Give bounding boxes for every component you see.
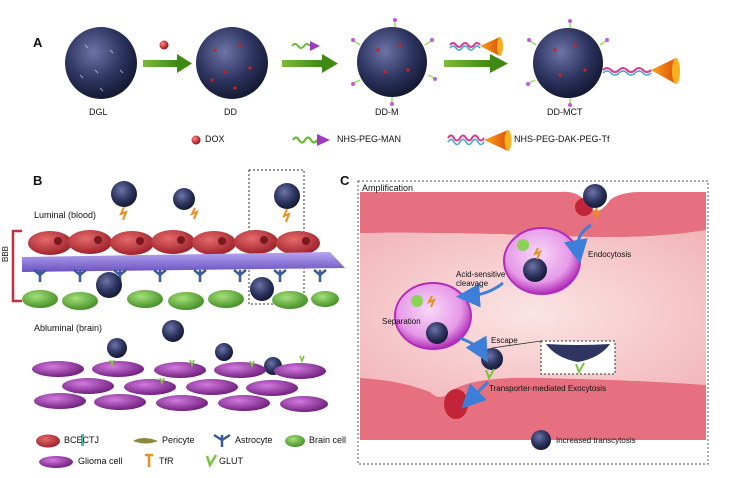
legend-label-bcec: BCEC <box>64 435 90 445</box>
peg-tf-icon <box>449 37 503 56</box>
endothelial-cell-bottom <box>444 389 468 419</box>
np-brain-2 <box>107 338 127 358</box>
label-escape: Escape <box>491 336 518 345</box>
legend-label-tj: TJ <box>89 435 99 445</box>
legend-tj-icon <box>81 434 84 446</box>
label-amplification: Amplification <box>362 183 414 193</box>
label-acid-2: cleavage <box>456 279 489 288</box>
bcec-layer <box>28 230 320 255</box>
label-acid-1: Acid-sensitive <box>456 270 506 279</box>
legend-label-peg-man: NHS-PEG-MAN <box>337 134 402 144</box>
arrow-a3 <box>444 54 508 73</box>
panel-label-a: A <box>33 35 43 50</box>
peg-man-icon <box>291 41 320 51</box>
np-blood-group <box>111 181 300 223</box>
arrow-acid-cleavage <box>456 281 504 308</box>
legend-label-glioma: Glioma cell <box>78 456 123 466</box>
brain-cell-layer <box>22 290 339 310</box>
legend-label-brain-cell: Brain cell <box>309 435 347 445</box>
label-separation: Separation <box>382 317 421 326</box>
glioma-layer <box>32 355 328 412</box>
label-bbb: BBB <box>1 245 10 262</box>
label-luminal: Luminal (blood) <box>34 210 97 220</box>
legend-label-astrocyte: Astrocyte <box>235 435 273 445</box>
np-endocytosis <box>583 184 607 208</box>
panel-c-frame <box>357 180 709 465</box>
arrow-escape <box>459 335 488 363</box>
legend-label-tfr: TfR <box>159 456 174 466</box>
panel-label-c: C <box>340 173 350 188</box>
vessel-lumen <box>360 230 706 397</box>
np-crossing-2 <box>250 277 274 301</box>
legend-pericyte-icon <box>133 438 158 444</box>
inset-np <box>546 344 610 362</box>
legend-man-icon <box>292 134 330 146</box>
label-abluminal: Abluminal (brain) <box>34 323 103 333</box>
stage-label-dd-m: DD-M <box>375 107 399 117</box>
np-dd-mct <box>526 19 680 107</box>
legend-astrocyte-icon <box>213 433 231 447</box>
legend-tfr-icon <box>145 453 153 467</box>
astrocyte-layer <box>33 269 327 282</box>
label-exocytosis: Transporter-mediated Exocytosis <box>489 384 607 393</box>
legend-label-peg-tf: NHS-PEG-DAK-PEG-Tf <box>514 134 610 144</box>
label-endocytosis: Endocytosis <box>588 250 632 259</box>
np-dgl <box>65 27 137 99</box>
vessel-wall-top <box>360 191 706 238</box>
dox-icon <box>159 40 169 50</box>
legend-dox-icon <box>191 135 201 145</box>
legend-label-glut: GLUT <box>219 456 244 466</box>
vessel-wall-bottom <box>360 377 706 440</box>
legend-label-dox: DOX <box>205 134 225 144</box>
np-escaped <box>481 348 503 370</box>
arrow-exocytosis <box>461 380 490 409</box>
arrow-endocytosis <box>564 223 592 264</box>
panel-label-b: B <box>33 173 43 188</box>
np-dd <box>196 27 268 99</box>
legend-glut-icon <box>205 454 218 468</box>
legend-brain-cell-icon <box>285 435 305 447</box>
stage-label-dd: DD <box>224 107 237 117</box>
stage-label-dgl: DGL <box>89 107 108 117</box>
legend-glioma-icon <box>39 456 73 468</box>
bbb-bracket <box>11 229 22 303</box>
stage-label-dd-mct: DD-MCT <box>547 107 583 117</box>
np-dd-m <box>351 18 437 106</box>
label-increased-transcytosis: Increased transcytosis <box>556 436 636 445</box>
np-brain-1 <box>162 320 184 342</box>
np-brain-3 <box>215 343 233 361</box>
legend-bcec-icon <box>36 434 60 448</box>
legend-label-pericyte: Pericyte <box>162 435 195 445</box>
legend-tf-icon <box>447 130 512 151</box>
legend-increased-np-icon <box>531 430 551 450</box>
arrow-a1 <box>143 54 192 73</box>
np-crossing-1 <box>96 272 122 298</box>
arrow-a2 <box>282 54 338 73</box>
basement-membrane <box>22 252 345 272</box>
